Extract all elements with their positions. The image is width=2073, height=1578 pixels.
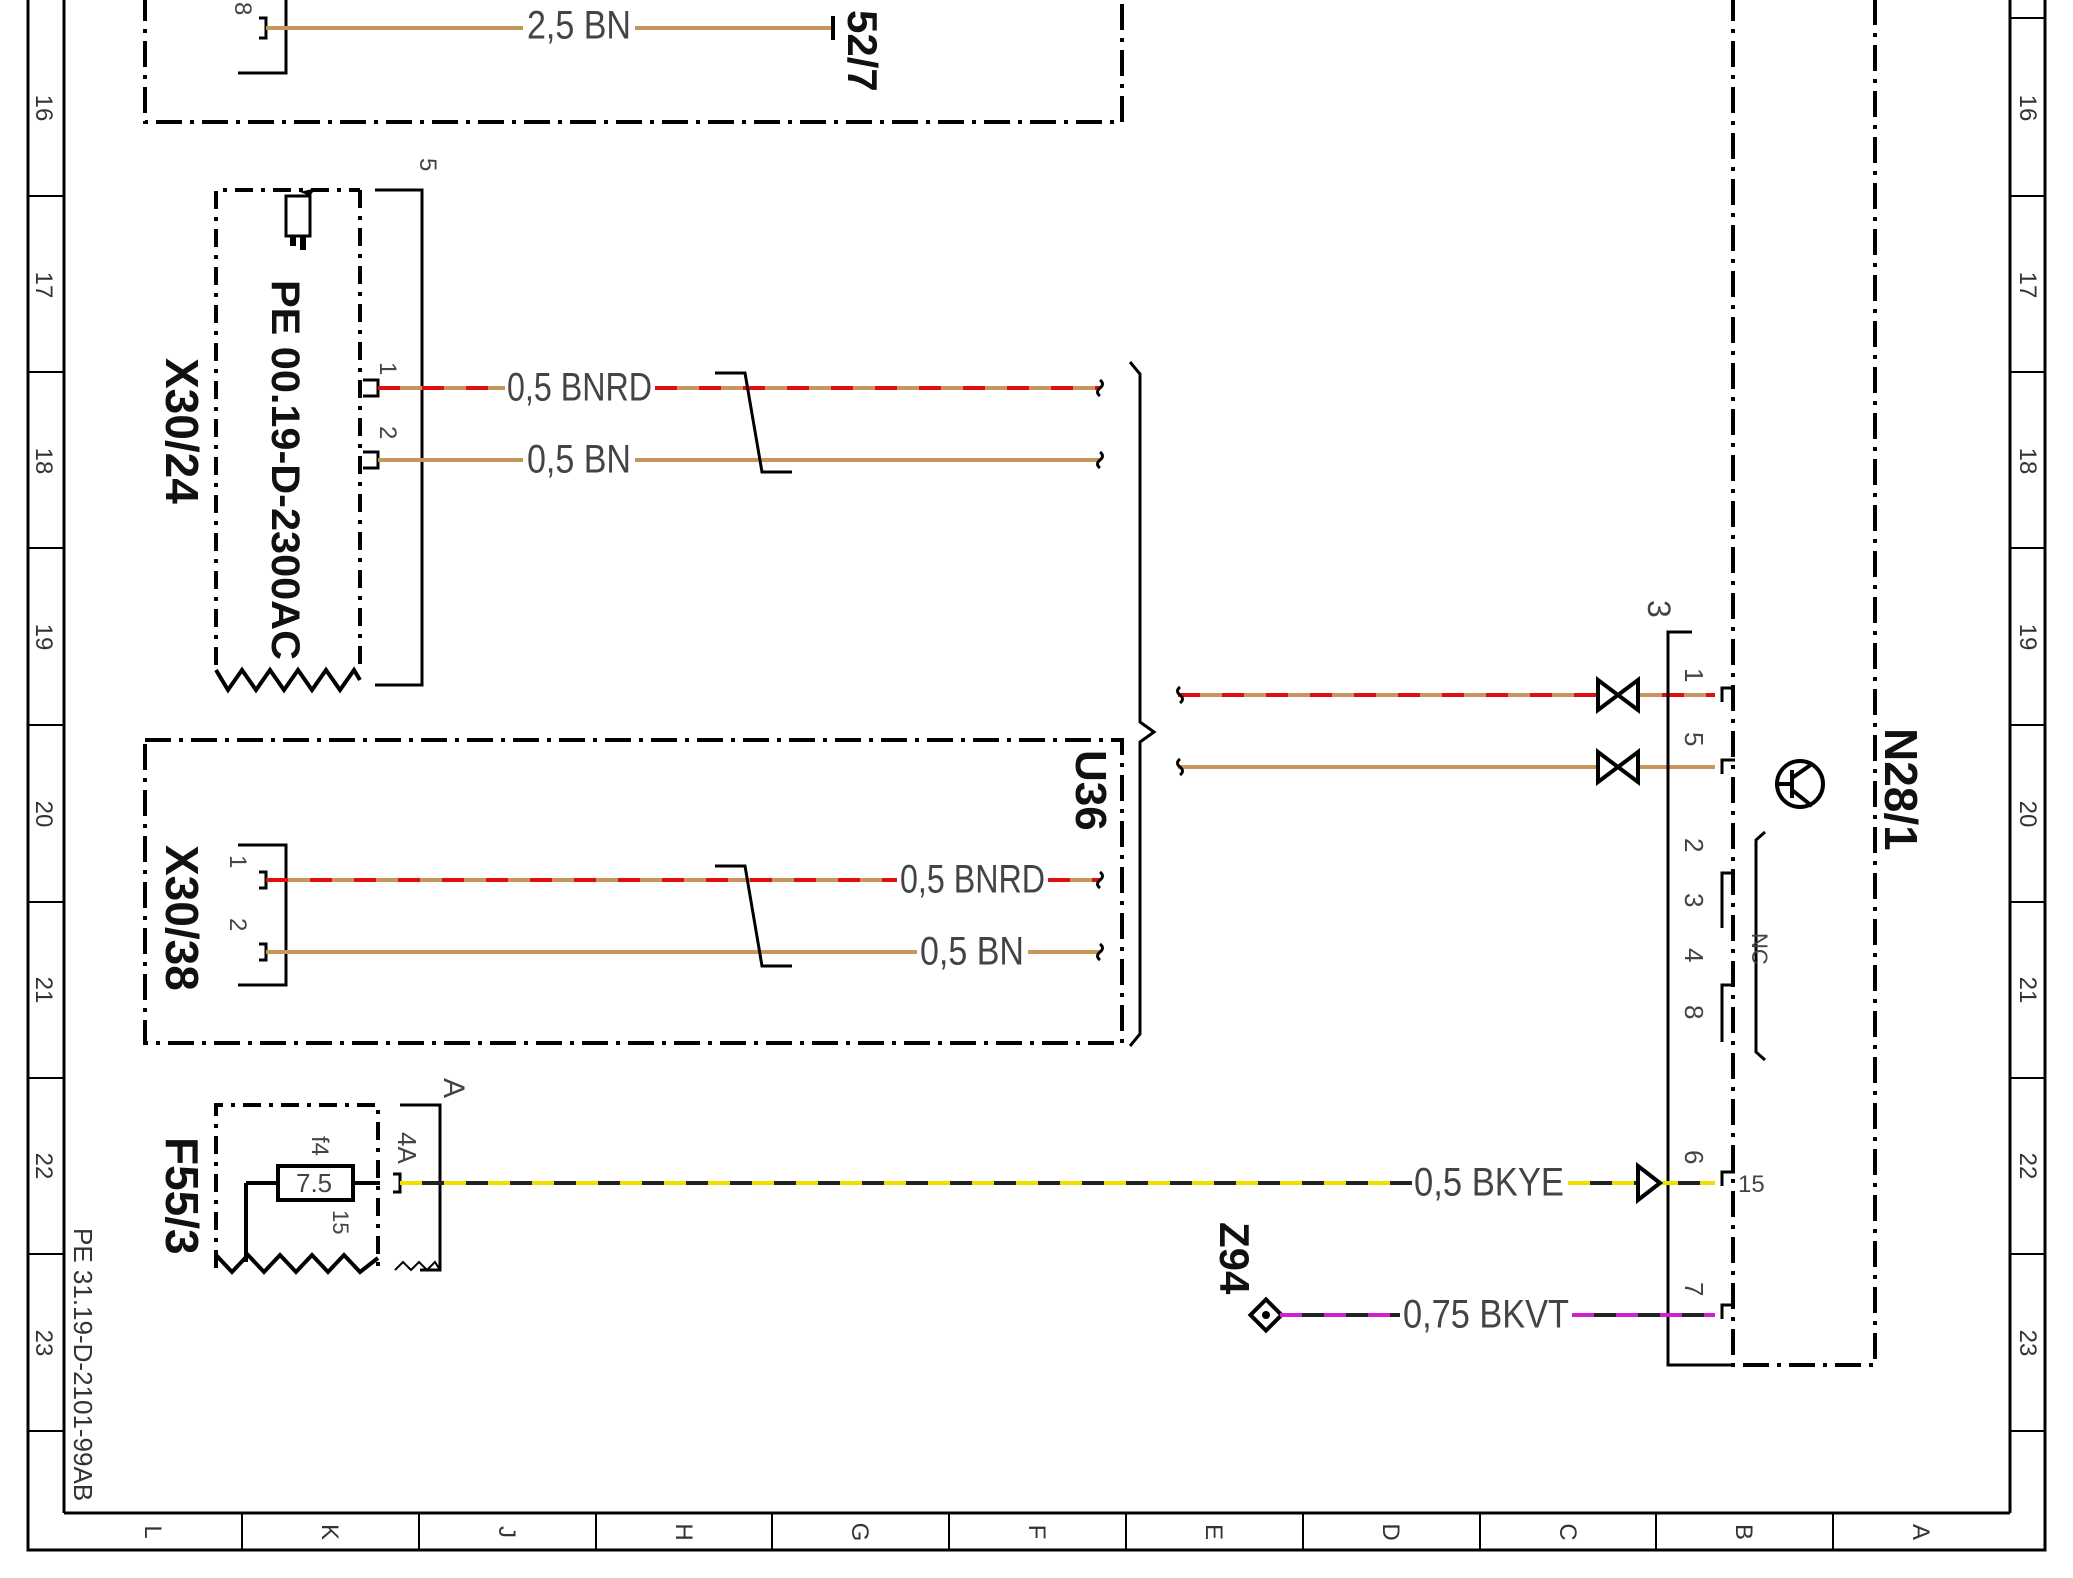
connector-arrow-icon (1596, 676, 1640, 786)
component-name-u36: U36 (1066, 750, 1115, 831)
row-label: 22 (2014, 1153, 2041, 1180)
connector-x30-24 (214, 188, 424, 694)
wire-break-marks (1176, 685, 1184, 777)
wire-label: 0,5 BN (527, 438, 631, 482)
row-label: 19 (30, 624, 57, 651)
pin-number: 7 (1679, 1282, 1709, 1296)
row-label: 20 (30, 801, 57, 828)
document-id: PE 31.19-D-2101-99AB (68, 1228, 98, 1501)
row-label: 19 (2014, 624, 2041, 651)
twisted-pair-symbol (715, 371, 792, 474)
pin-number: 3 (1679, 893, 1709, 907)
component-ref-52-7: 52/7 (839, 10, 886, 92)
column-label: E (1200, 1524, 1227, 1540)
row-label: 23 (30, 1330, 57, 1357)
pin-number: 5 (1679, 732, 1709, 746)
component-ref-pe-00-19: PE 00.19-D-2300AC (263, 280, 307, 660)
row-label: 18 (30, 448, 57, 475)
pin-number: 4 (1679, 948, 1709, 962)
row-label: 17 (2014, 272, 2041, 299)
row-label: 16 (2014, 95, 2041, 122)
row-label: 16 (30, 95, 57, 122)
twisted-pair-symbol (715, 864, 792, 968)
connector-letter: A (437, 1078, 470, 1098)
column-label: K (316, 1524, 343, 1540)
column-label: B (1730, 1524, 1757, 1540)
wire-label: 0,5 BNRD (900, 858, 1045, 902)
wire-break-marks (1096, 378, 1104, 470)
pin-number: 6 (1679, 1150, 1709, 1164)
column-label: C (1554, 1523, 1581, 1540)
wire-break-marks (1096, 870, 1104, 962)
column-label: G (846, 1523, 873, 1542)
splice-point-icon (1247, 1296, 1285, 1334)
component-box-u36 (143, 738, 1124, 1045)
wire-label: 0,5 BN (920, 930, 1024, 974)
column-labels: L K J H G F E D C B A (139, 1523, 1934, 1542)
bundle-brace (1128, 361, 1157, 1047)
pin-label: 8 (229, 2, 256, 15)
pin-number: 1 (224, 855, 251, 868)
wire-label: 0,5 BKYE (1414, 1161, 1564, 1205)
top-component-box (143, 0, 1124, 124)
wire-label: 0,5 BNRD (507, 366, 652, 410)
component-name-n28-1: N28/1 (1875, 728, 1927, 851)
terminal-15-label: 15 (1738, 1171, 1765, 1198)
row-labels-left: 16 17 18 19 20 21 22 23 (30, 95, 57, 1357)
pin-number: 2 (1679, 838, 1709, 852)
fuse-pin: 15 (328, 1210, 353, 1234)
control-unit-n28-1 (1666, 0, 1877, 1367)
pin-number: 2 (374, 426, 401, 439)
pin-number: 8 (1679, 1005, 1709, 1019)
pin-number: 1 (1679, 668, 1709, 682)
component-name-f55-3: F55/3 (156, 1137, 208, 1255)
fuse-box-f55-3 (214, 1103, 442, 1275)
transistor-icon (1775, 759, 1825, 809)
row-label: 21 (2014, 977, 2041, 1004)
row-label: 20 (2014, 801, 2041, 828)
fuse-number: f4 (306, 1136, 333, 1156)
pin-number: 2 (224, 918, 251, 931)
column-label: J (493, 1526, 520, 1538)
drawing-frame (26, 0, 2047, 1552)
nc-label: NC (1747, 933, 1772, 965)
component-name-z94: Z94 (1211, 1222, 1258, 1295)
connector-number: 5 (414, 158, 441, 171)
component-name-x30-24: X30/24 (156, 358, 208, 504)
column-label: L (139, 1525, 166, 1538)
column-label: H (670, 1523, 697, 1540)
row-label: 23 (2014, 1330, 2041, 1357)
fuse-rating: 7.5 (296, 1168, 332, 1198)
wire-label-top: 2,5 BN (527, 4, 631, 48)
row-label: 18 (2014, 448, 2041, 475)
pin-number: 1 (374, 362, 401, 375)
row-label: 22 (30, 1153, 57, 1180)
row-label: 17 (30, 272, 57, 299)
column-label: A (1907, 1524, 1934, 1540)
row-labels-right: 16 17 18 19 20 21 22 23 (2014, 95, 2041, 1357)
connector-number: 3 (1641, 600, 1677, 618)
wire-label: 0,75 BKVT (1403, 1293, 1569, 1337)
connector-arrow-icon (1636, 1161, 1664, 1205)
row-label: 21 (30, 977, 57, 1004)
column-label: D (1377, 1523, 1404, 1540)
component-name-x30-38: X30/38 (156, 845, 208, 991)
fuse-amperage: 4A (392, 1132, 422, 1164)
column-label: F (1023, 1525, 1050, 1540)
pointing-hand-icon (284, 188, 316, 250)
